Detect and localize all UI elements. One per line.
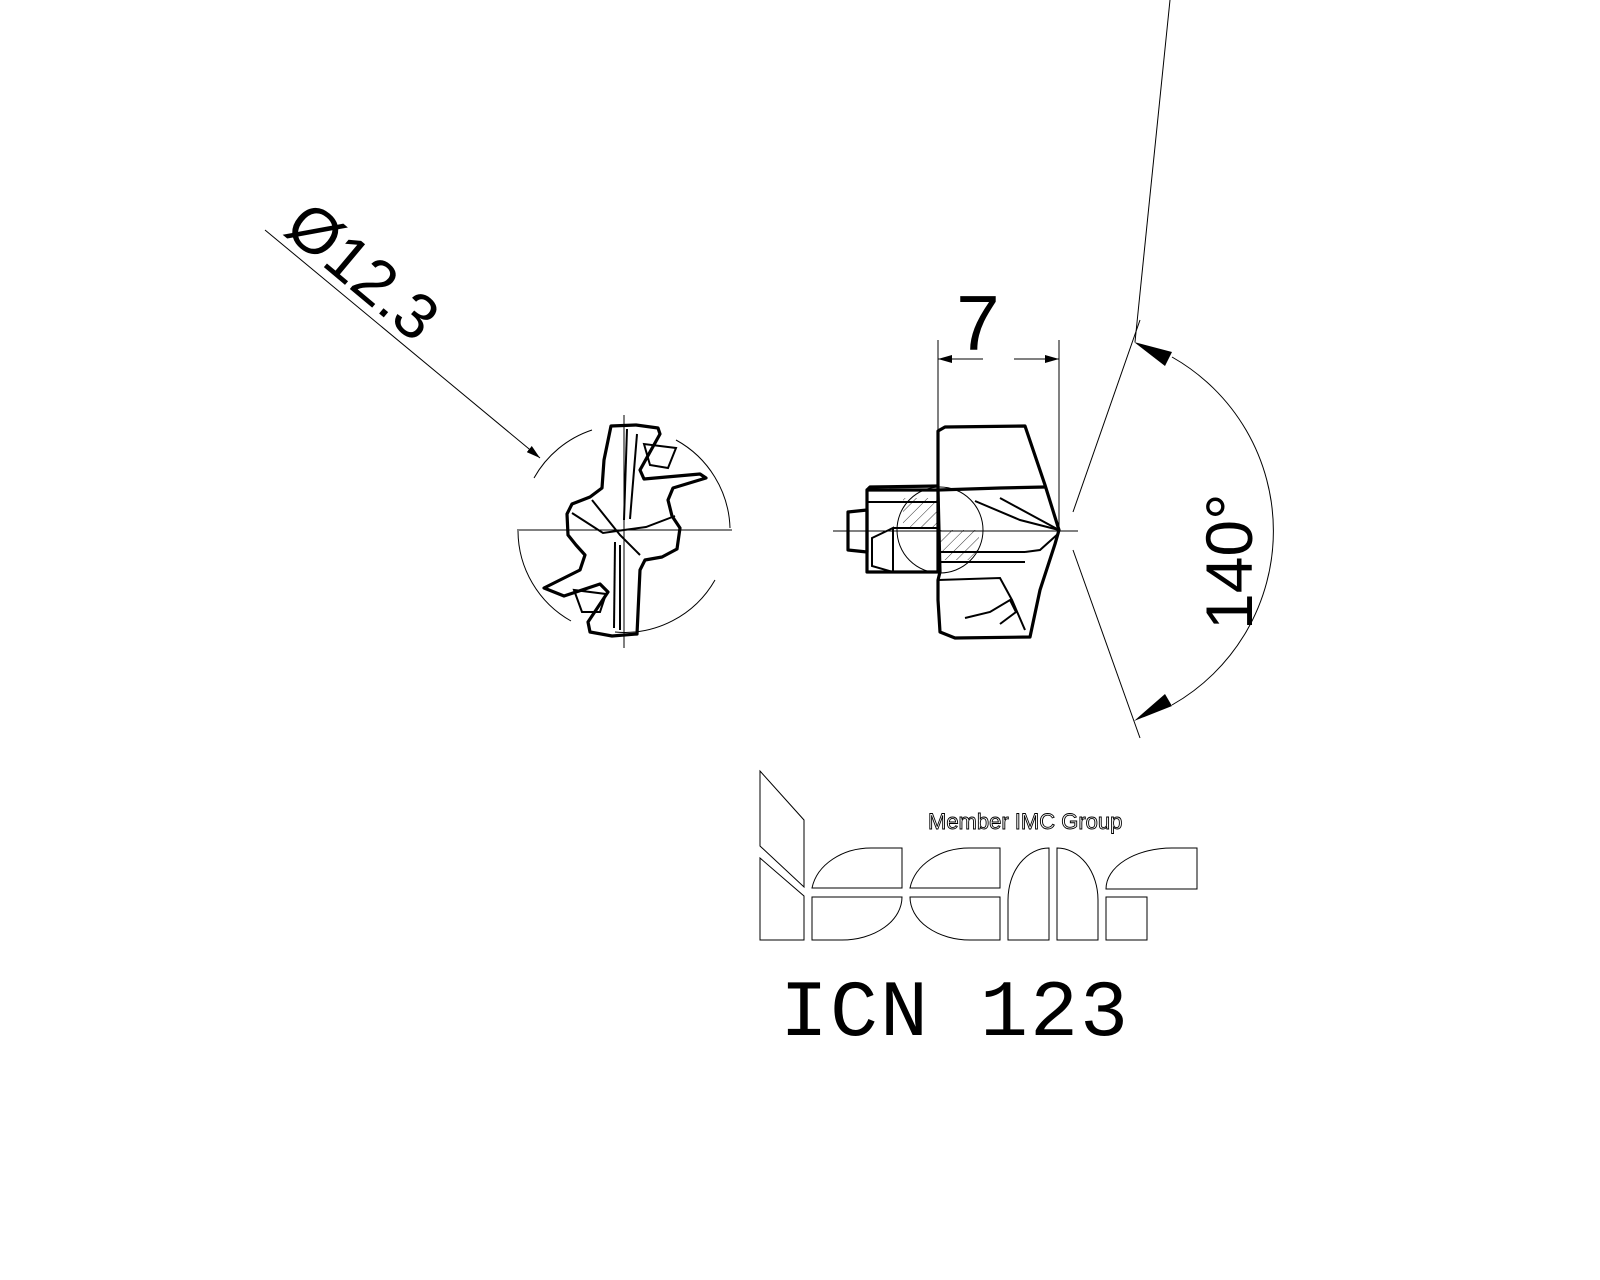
depth-label: 7 — [956, 279, 999, 367]
angle-extension-line — [1072, 319, 1141, 513]
logo-letter-s — [811, 896, 903, 941]
logo-letter-s — [811, 847, 903, 889]
diameter-leader-line — [264, 229, 541, 459]
angle-arc — [1171, 356, 1274, 706]
web-line — [571, 512, 676, 535]
flute-line — [629, 433, 638, 520]
angle-extension-line — [1072, 549, 1141, 739]
logo-letter-r — [1105, 896, 1148, 941]
angle-arrowhead — [1134, 694, 1172, 721]
logo-letter-i — [759, 856, 805, 941]
web-line — [591, 499, 641, 556]
logo-letter-r — [1105, 847, 1198, 890]
shank-edge — [865, 484, 939, 492]
outline-arc — [675, 439, 731, 529]
side-view: 7 140° — [833, 0, 1274, 739]
head-edge — [937, 485, 1046, 492]
angle-arrow — [1134, 0, 1171, 343]
angle-arrowhead — [1134, 342, 1172, 366]
logo-letter-c — [909, 896, 1001, 941]
logo-tagline: Member IMC Group — [928, 809, 1122, 834]
lip-line — [999, 497, 1060, 531]
logo-letter-a — [1007, 847, 1050, 941]
lip-line — [974, 500, 1060, 531]
angle-label: 140° — [1192, 493, 1266, 630]
iscar-logo: Member IMC Group — [759, 769, 1198, 941]
pilot-tip — [846, 508, 869, 554]
logo-letter-i — [759, 769, 805, 889]
insert-profile — [542, 423, 708, 638]
section-hatch — [939, 530, 979, 560]
cutting-head — [936, 424, 1061, 640]
outline-arc — [517, 530, 572, 622]
flute-edge — [937, 576, 1026, 631]
product-code: ICN 123 — [780, 969, 1131, 1060]
flute-line — [623, 428, 628, 521]
drive-slot — [871, 526, 894, 574]
flute-edge — [964, 598, 1018, 625]
front-view: Ø12.3 — [264, 188, 732, 648]
chip-notch — [572, 588, 608, 613]
section-hatch — [903, 498, 938, 528]
outline-arc — [533, 429, 593, 479]
outline-arc — [614, 579, 716, 633]
logo-letter-c — [909, 847, 1001, 889]
logo-letter-a — [1056, 847, 1099, 941]
flute-line — [613, 541, 616, 629]
chip-notch — [642, 442, 678, 470]
flute-edge — [1024, 532, 1060, 553]
diameter-label: Ø12.3 — [273, 188, 453, 355]
